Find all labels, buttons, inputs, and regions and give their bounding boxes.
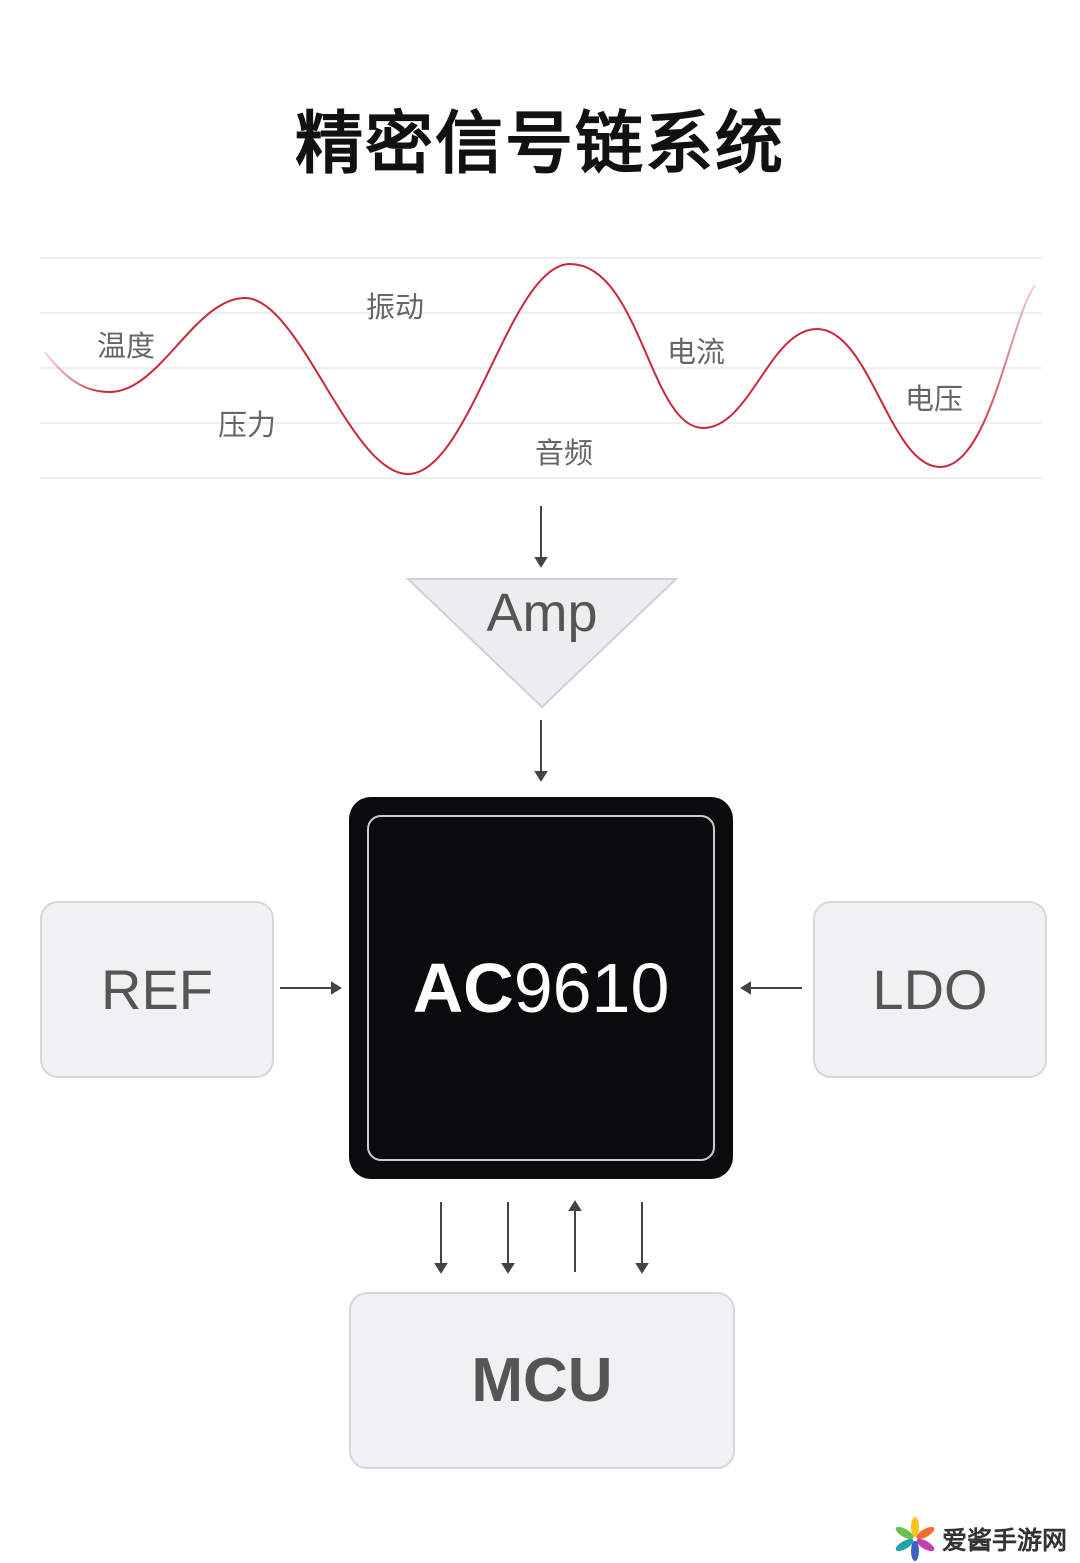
page-title: 精密信号链系统 (294, 105, 785, 184)
mcu-block: MCU (349, 1292, 735, 1469)
chip-prefix: AC (412, 949, 514, 1027)
signal-wave (44, 262, 1036, 476)
watermark-logo: 爱酱手游网 (892, 1516, 1067, 1562)
flower-logo-icon (895, 1517, 935, 1561)
ref-block: REF (40, 901, 274, 1078)
signal-label-temperature: 温度 (97, 329, 156, 363)
signal-label-voltage: 电压 (905, 382, 964, 416)
signal-label-current: 电流 (667, 335, 726, 369)
amp-triangle (405, 578, 679, 709)
signal-label-pressure: 压力 (218, 408, 277, 442)
signal-label-vibration: 振动 (366, 290, 425, 324)
arrows (280, 506, 802, 1274)
watermark-text: 爱酱手游网 (942, 1526, 1068, 1555)
signal-label-audio: 音频 (535, 436, 594, 470)
chip-number: 9610 (513, 949, 670, 1027)
amp-label: Amp (486, 583, 598, 643)
grid-lines (40, 257, 1042, 479)
ldo-block: LDO (813, 901, 1047, 1078)
